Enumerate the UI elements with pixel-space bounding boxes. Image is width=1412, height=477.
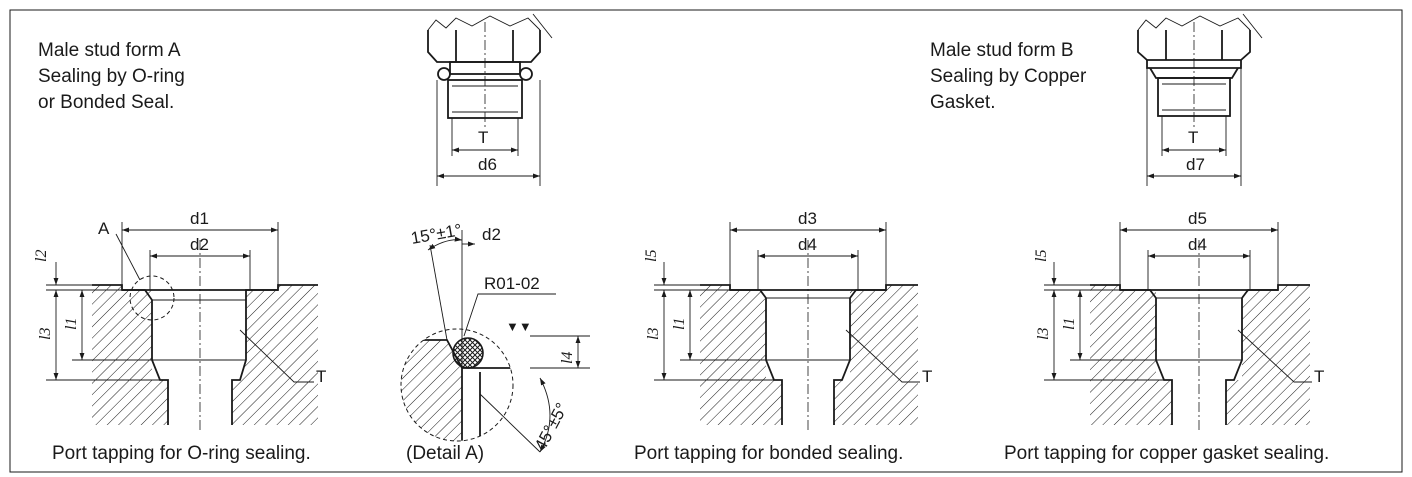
- detail-a-l4-label: l4: [559, 352, 576, 364]
- detail-a-angle-bottom: 45°±5°: [531, 400, 572, 454]
- port-bonded-l1-label: l1: [671, 318, 688, 330]
- stud-a-d6-label: d6: [478, 155, 497, 174]
- stud-a-thread-label: T: [478, 128, 488, 147]
- port-oring-caption: Port tapping for O-ring sealing.: [52, 443, 311, 464]
- stud-a-hex: [427, 30, 541, 63]
- form-a-title: Male stud form A: [38, 40, 181, 61]
- port-copper-d5-label: d5: [1188, 209, 1207, 228]
- detail-a-boundary: [400, 328, 514, 442]
- port-copper-caption: Port tapping for copper gasket sealing.: [1004, 443, 1329, 464]
- port-copper-l5-label: l5: [1033, 250, 1050, 262]
- stud-form-b: T d7: [1137, 13, 1263, 186]
- stud-b-d7-label: d7: [1186, 155, 1205, 174]
- form-a-description: Male stud form A Sealing by O-ring or Bo…: [38, 40, 185, 113]
- detail-a-finish: ▼▼: [506, 319, 532, 334]
- stud-form-a: T d6: [427, 13, 553, 186]
- port-bonded-l5-label: l5: [643, 250, 660, 262]
- form-b-description: Male stud form B Sealing by Copper Gaske…: [930, 40, 1087, 113]
- port-oring-l2-label: l2: [33, 250, 50, 262]
- stud-a-oring-left: [437, 67, 451, 81]
- port-bonded-l3-label: l3: [645, 328, 662, 340]
- detail-a-oring: [452, 337, 484, 369]
- detail-a: 15°±1° d2 R01-02 ▼▼ l4 45°±5° (Detail A): [400, 220, 590, 464]
- port-copper: d5 d4 l5 l1 l3 T Port tapping for copper…: [1004, 209, 1329, 464]
- form-b-line2: Sealing by Copper: [930, 66, 1087, 87]
- port-copper-l1-label: l1: [1061, 318, 1078, 330]
- detail-a-radius-label: R01-02: [484, 274, 540, 293]
- detail-a-d2-label: d2: [482, 225, 501, 244]
- detail-a-marker: [129, 275, 175, 321]
- form-a-line2: Sealing by O-ring: [38, 66, 185, 87]
- stud-a-oring-right: [519, 67, 533, 81]
- form-a-line3: or Bonded Seal.: [38, 92, 174, 113]
- port-oring-body-right: [232, 285, 318, 425]
- port-oring: A d1 d2 l2 l1 l3 T Port tapping for O-ri…: [33, 209, 326, 464]
- port-bonded-caption: Port tapping for bonded sealing.: [634, 443, 903, 464]
- port-copper-l3-label: l3: [1035, 328, 1052, 340]
- port-copper-thread-label: T: [1314, 367, 1324, 386]
- form-b-title: Male stud form B: [930, 40, 1074, 61]
- port-oring-l1-label: l1: [63, 318, 80, 330]
- port-bonded-d3-label: d3: [798, 209, 817, 228]
- port-oring-d2-label: d2: [190, 235, 209, 254]
- port-bonded: d3 d4 l5 l1 l3 T Port tapping for bonded…: [634, 209, 932, 464]
- port-copper-d4-label: d4: [1188, 235, 1207, 254]
- port-oring-d1-label: d1: [190, 209, 209, 228]
- port-oring-body-left: [92, 285, 168, 425]
- form-b-line3: Gasket.: [930, 92, 995, 113]
- port-oring-l3-label: l3: [37, 328, 54, 340]
- detail-a-angle-top: 15°±1°: [409, 220, 463, 248]
- port-bonded-d4-label: d4: [798, 235, 817, 254]
- drawing-frame: [9, 9, 1403, 473]
- port-bonded-thread-label: T: [922, 367, 932, 386]
- stud-b-thread-label: T: [1188, 128, 1198, 147]
- port-oring-thread-label: T: [316, 367, 326, 386]
- port-oring-detail-label: A: [98, 219, 110, 238]
- detail-a-caption: (Detail A): [406, 443, 484, 464]
